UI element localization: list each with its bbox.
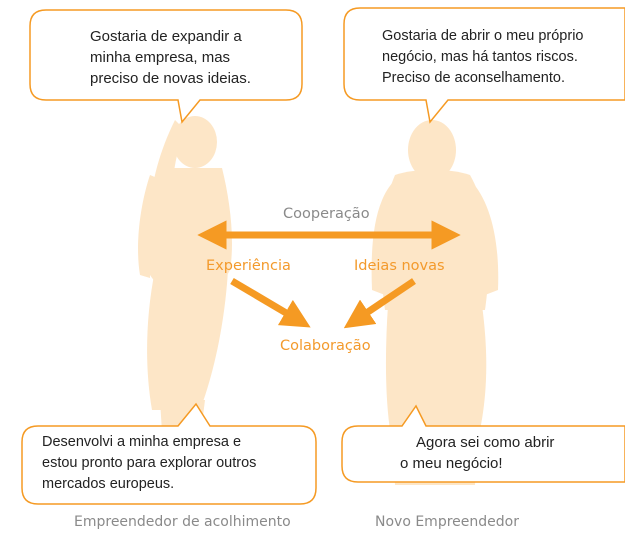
- host-entrepreneur-caption: Empreendedor de acolhimento: [74, 514, 291, 530]
- bubble-line: negócio, mas há tantos riscos.: [382, 49, 578, 65]
- bubble-top-right: [343, 7, 625, 124]
- bubble-bottom-left: [21, 402, 317, 505]
- collaboration-label: Colaboração: [280, 338, 371, 354]
- bubble-bottom-left-text: Desenvolvi a minha empresa e estou pront…: [42, 432, 256, 495]
- bubble-bottom-right-text: Agora sei como abrir o meu negócio!: [400, 432, 580, 474]
- cooperation-label: Cooperação: [283, 206, 370, 222]
- bubble-top-right-text: Gostaria de abrir o meu próprio negócio,…: [382, 26, 584, 89]
- bubble-line: preciso de novas ideias.: [90, 70, 251, 87]
- experience-arrow: [230, 277, 311, 328]
- bubble-line: Gostaria de expandir a: [90, 28, 242, 45]
- experience-label: Experiência: [206, 258, 291, 274]
- bubble-top-left: [29, 9, 303, 124]
- new-entrepreneur-caption: Novo Empreendedor: [375, 514, 519, 530]
- bubble-line: mercados europeus.: [42, 476, 175, 492]
- new-ideas-label: Ideias novas: [354, 258, 445, 274]
- bubble-top-left-text: Gostaria de expandir a minha empresa, ma…: [90, 26, 251, 89]
- bubble-line: estou pronto para explorar outros: [42, 455, 257, 471]
- bubble-line: Gostaria de abrir o meu próprio: [382, 28, 584, 44]
- new-ideas-arrow: [343, 278, 416, 329]
- bubble-line: Agora sei como abrir: [416, 434, 555, 451]
- bubble-line: Preciso de aconselhamento.: [382, 70, 565, 86]
- bubble-line: o meu negócio!: [400, 455, 503, 472]
- bubble-line: minha empresa, mas: [90, 49, 231, 66]
- bubble-bottom-right: [341, 404, 625, 483]
- bubble-line: Desenvolvi a minha empresa e: [42, 434, 242, 450]
